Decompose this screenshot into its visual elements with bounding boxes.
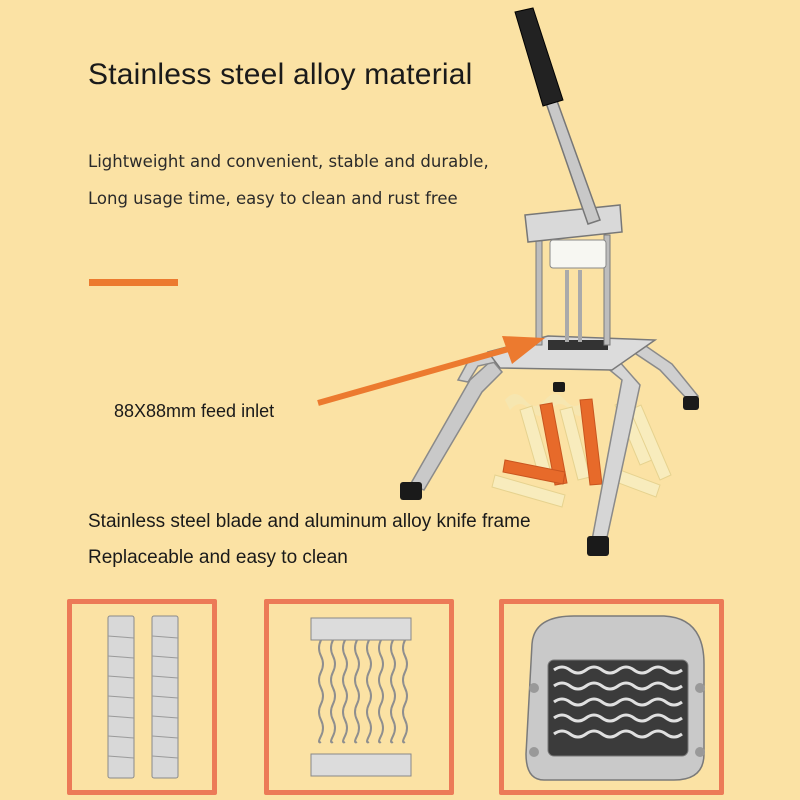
blade-strips-image-icon: [107, 615, 179, 779]
description-line-2: Long usage time, easy to clean and rust …: [88, 189, 458, 208]
fries-pile: [491, 394, 672, 508]
description-line-1: Lightweight and convenient, stable and d…: [88, 152, 489, 171]
knife-frame-panel: [499, 599, 724, 795]
knife-frame-image-icon: [525, 615, 705, 781]
blade-grid-image-icon: [310, 617, 412, 777]
page-title: Stainless steel alloy material: [88, 58, 473, 91]
callout-arrow: [317, 345, 513, 406]
accent-divider: [89, 279, 178, 286]
feature-line-2: Replaceable and easy to clean: [88, 547, 348, 568]
blade-strips-panel: [67, 599, 217, 795]
handle-grip: [514, 7, 564, 107]
handle-rod: [544, 97, 601, 225]
feed-inlet-callout: 88X88mm feed inlet: [114, 401, 275, 421]
blade-grid-panel: [264, 599, 454, 795]
vegetable-cutter-machine-icon: [317, 7, 700, 556]
feature-line-1: Stainless steel blade and aluminum alloy…: [88, 511, 531, 532]
